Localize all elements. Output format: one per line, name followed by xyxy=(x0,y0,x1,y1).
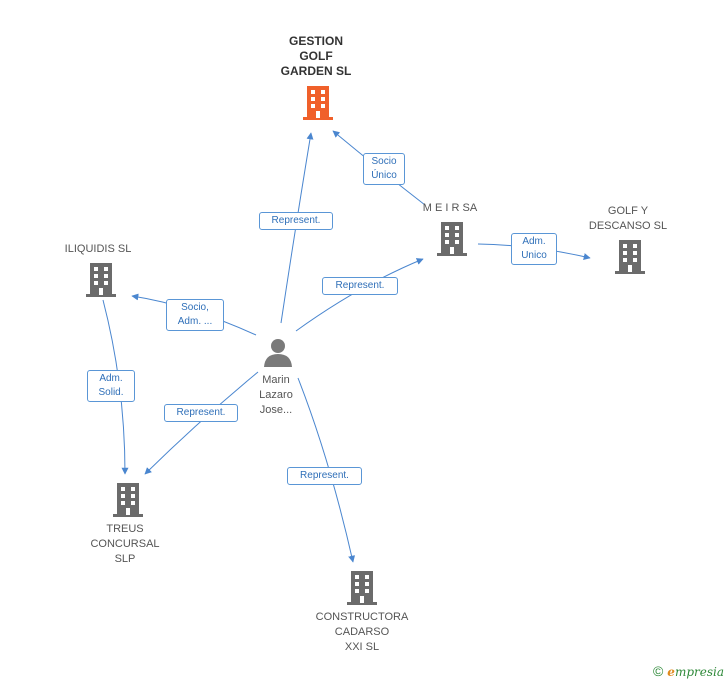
node-label-treus: TREUS CONCURSAL SLP xyxy=(90,523,160,565)
person-icon[interactable] xyxy=(262,336,294,368)
edge-label-represent-gestion[interactable]: Represent. xyxy=(259,212,333,230)
building-icon[interactable] xyxy=(112,482,144,518)
edge-label-socio-unico[interactable]: Socio Único xyxy=(363,153,405,185)
edge-represent-constructora xyxy=(297,377,356,563)
node-label-constructora: CONSTRUCTORA CADARSO XXI SL xyxy=(315,611,409,653)
building-icon[interactable] xyxy=(346,570,378,606)
edge-label-represent-treus[interactable]: Represent. xyxy=(164,404,238,422)
building-icon[interactable] xyxy=(614,239,646,275)
copyright-symbol: © xyxy=(652,663,664,679)
edge-label-represent-constructora[interactable]: Represent. xyxy=(287,467,362,485)
node-label-gestion: GESTION GOLF GARDEN SL xyxy=(280,34,352,78)
edge-represent-meir xyxy=(295,258,424,332)
edge-label-represent-meir[interactable]: Represent. xyxy=(322,277,398,295)
node-label-meir: M E I R SA xyxy=(422,202,478,214)
edge-label-adm-unico[interactable]: Adm. Unico xyxy=(511,233,557,265)
node-label-iliquidis: ILIQUIDIS SL xyxy=(64,243,132,255)
brand-wordmark: empresia xyxy=(667,665,724,679)
building-icon[interactable] xyxy=(302,85,334,121)
node-label-marin: Marin Lazaro Jose... xyxy=(259,374,293,416)
edge-label-socio-adm[interactable]: Socio, Adm. ... xyxy=(166,299,224,331)
building-icon[interactable] xyxy=(85,262,117,298)
building-icon[interactable] xyxy=(436,221,468,257)
node-label-golf: GOLF Y DESCANSO SL xyxy=(588,205,668,232)
empresia-logo[interactable]: ©empresia xyxy=(653,663,724,679)
edge-label-adm-solid[interactable]: Adm. Solid. xyxy=(87,370,135,402)
